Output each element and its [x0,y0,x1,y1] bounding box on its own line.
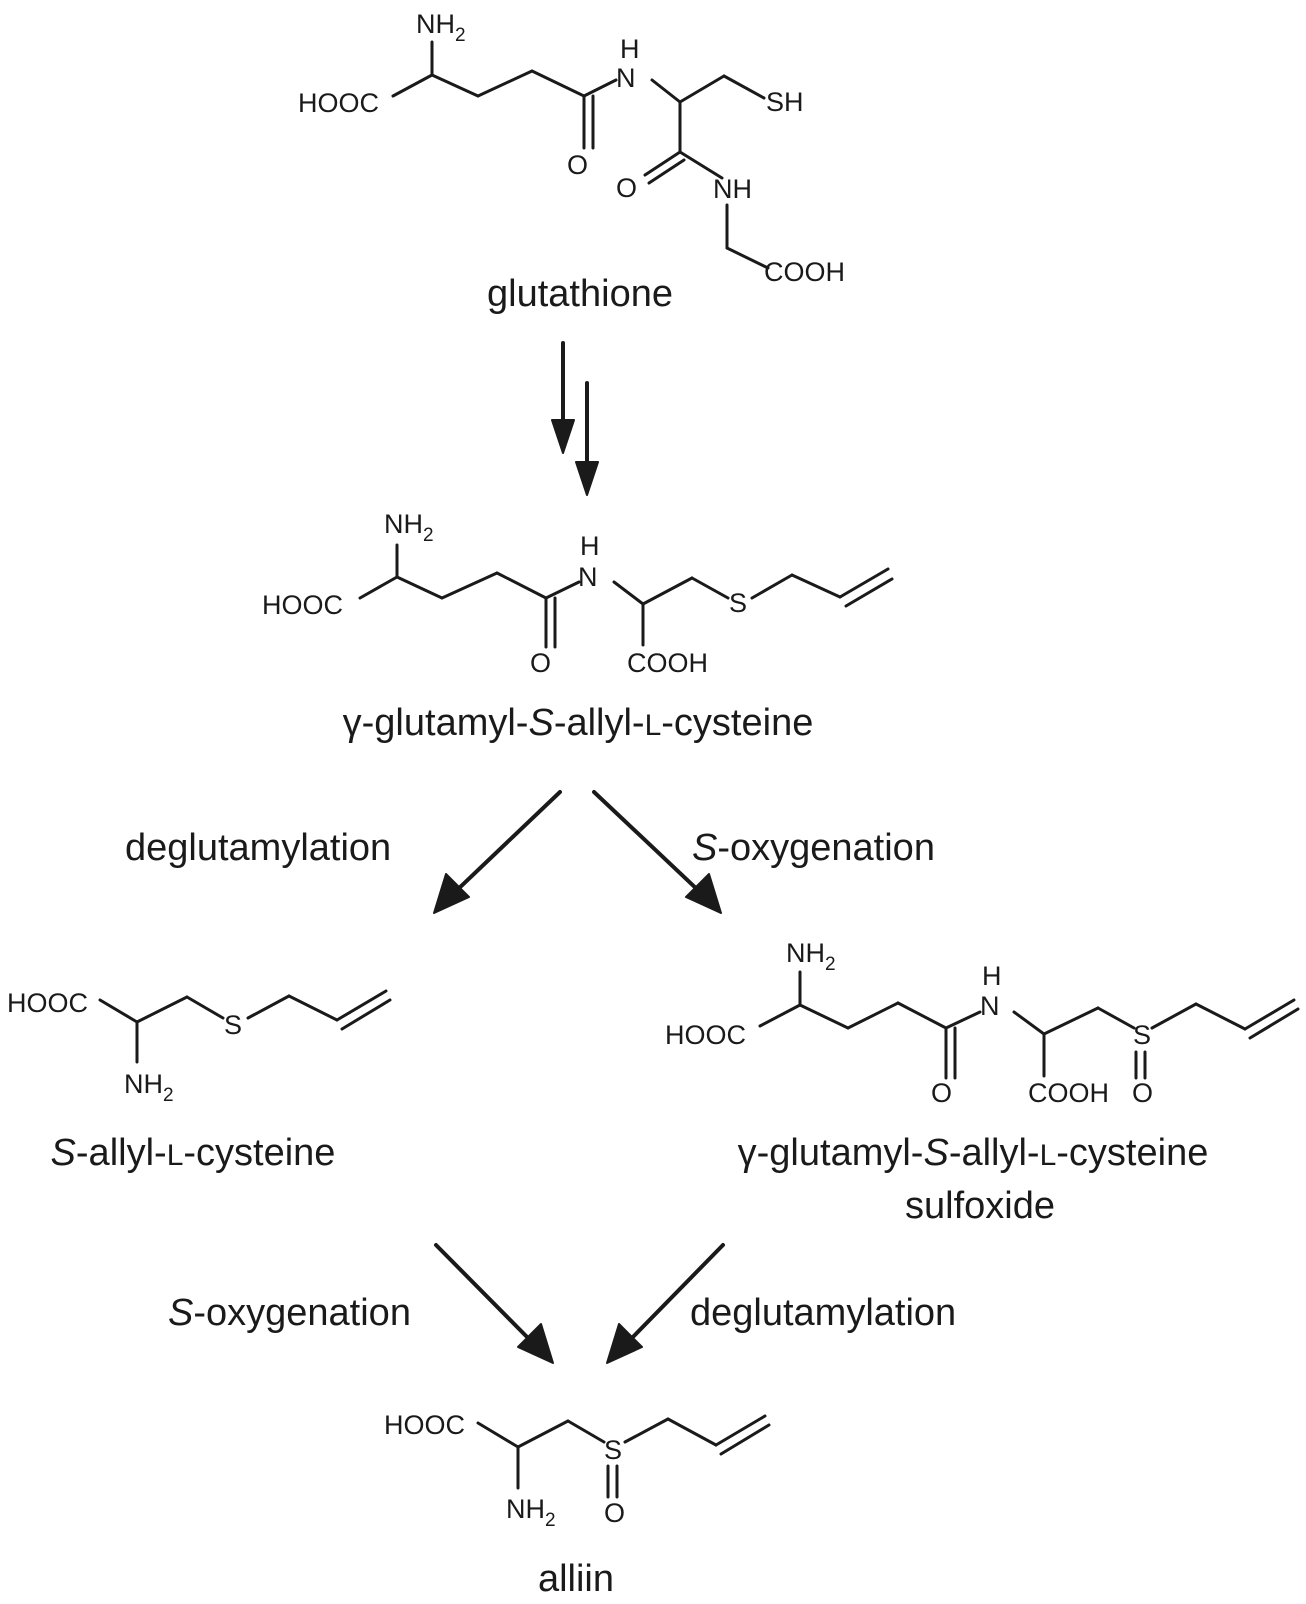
gsaco-name: γ-glutamyl-S-allyl-L-cysteine [738,1132,1209,1174]
sac-name: S-allyl-L-cysteine [51,1132,336,1174]
step-oxygenation-left: S-oxygenation [168,1292,411,1334]
sac-s-label: S [224,1010,242,1040]
gsaco-so-label: O [1132,1078,1153,1108]
sac-hooc-label: HOOC [7,988,88,1018]
gsac-nh2-label: NH2 [384,509,434,546]
arrow-to-gsaco [592,790,722,914]
step-oxygenation-right: S-oxygenation [692,827,935,869]
step-deglutamylation-right: deglutamylation [690,1292,956,1334]
gsac-cooh-label: COOH [627,648,708,678]
alliin-nh2-label: NH2 [506,1494,556,1531]
gsaco-s-label: S [1133,1020,1151,1050]
gsaco-bonds [758,970,1300,1080]
arrow-gsaco-to-alliin [606,1243,725,1364]
gsaco-o-label: O [931,1078,952,1108]
glutathione-n-label: N [616,63,636,93]
arrow-to-sac [433,790,562,914]
gsaco-nh2-label: NH2 [786,938,836,975]
step-deglutamylation-left: deglutamylation [125,827,391,869]
glutathione-o-label: O [567,150,588,180]
gsac-o-label: O [530,648,551,678]
alliin-hooc-label: HOOC [384,1410,465,1440]
gsac-h-label: H [580,531,600,561]
alliin-name: alliin [538,1558,614,1600]
alliin-structure: HOOC S NH2 O [384,1410,771,1531]
sac-structure: HOOC S NH2 [7,988,392,1106]
glutathione-o2-label: O [616,173,637,203]
sac-bonds [98,989,392,1064]
gsac-structure: NH2 HOOC H N S O COOH [262,509,894,678]
gsac-s-label: S [729,588,747,618]
alliin-o-label: O [604,1498,625,1528]
sac-nh2-label: NH2 [124,1069,174,1106]
gsac-hooc-label: HOOC [262,590,343,620]
glutathione-nh2-label: NH2 [416,9,466,46]
glutathione-h-label: H [620,34,640,64]
gsac-bonds [358,543,894,649]
gsac-n-label: N [578,562,598,592]
glutathione-cooh-label: COOH [764,257,845,287]
double-arrow [551,341,599,496]
glutathione-bonds [391,40,770,270]
gsaco-hooc-label: HOOC [665,1020,746,1050]
arrow-sac-to-alliin [434,1243,554,1364]
glutathione-sh-label: SH [766,87,804,117]
gsaco-cooh-label: COOH [1028,1078,1109,1108]
gsaco-n-label: N [980,991,1000,1021]
glutathione-hooc-label: HOOC [298,88,379,118]
gsaco-h-label: H [982,961,1002,991]
alliin-s-label: S [604,1435,622,1465]
gsaco-structure: NH2 HOOC H N S O COOH O [665,938,1300,1108]
gsac-name: γ-glutamyl-S-allyl-L-cysteine [343,702,814,744]
glutathione-nh-label: NH [713,174,752,204]
gsaco-name-line2: sulfoxide [905,1185,1055,1227]
alliin-bonds [476,1414,771,1499]
glutathione-structure: NH2 HOOC H N SH O O NH COOH [298,9,845,287]
glutathione-name: glutathione [487,273,673,315]
